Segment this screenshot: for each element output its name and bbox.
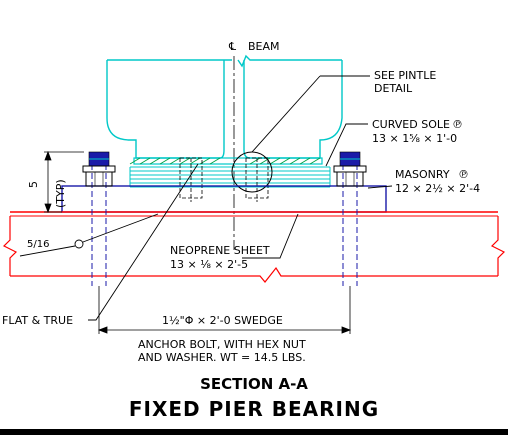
swedge-label: 1½"Φ × 2'-0 SWEDGE — [162, 314, 283, 327]
beam — [106, 54, 343, 159]
leaders — [88, 75, 393, 321]
left-hex-nut — [82, 151, 116, 187]
masonry-plate-symbol: ℗ — [458, 168, 469, 181]
bottom-flange — [133, 157, 323, 165]
anchor-bolts — [91, 164, 358, 286]
typ-label: (TYP) — [54, 179, 67, 208]
typ-number: 5 — [27, 181, 40, 188]
right-hex-nut — [333, 151, 367, 187]
masonry-label-2: 12 × 2½ × 2'-4 — [395, 182, 480, 195]
beam-right-flange — [243, 60, 343, 159]
masonry-plate — [61, 185, 387, 213]
sole-plate-stack — [129, 166, 331, 188]
beam-label: BEAM — [248, 40, 280, 53]
sole-label-1: CURVED SOLE — [372, 118, 450, 131]
pintle-label-1: SEE PINTLE — [374, 69, 436, 82]
swedge-dimension — [97, 286, 352, 334]
weld-hatch — [129, 157, 321, 165]
sole-label-2: 13 × 1⅝ × 1'-0 — [372, 132, 457, 145]
pier-outline — [2, 216, 506, 283]
sole-plate-symbol: ℗ — [452, 118, 463, 131]
flat-true-label: FLAT & TRUE — [2, 314, 73, 327]
section-title: SECTION A-A — [200, 375, 308, 393]
beam-left-flange — [106, 60, 225, 159]
anchor-note-2: AND WASHER. WT = 14.5 LBS. — [138, 351, 306, 364]
centerline-symbol: ℄ — [228, 40, 236, 53]
main-title: FIXED PIER BEARING — [129, 397, 379, 421]
bottom-bar — [0, 429, 508, 435]
beam-top-right — [237, 54, 342, 68]
neoprene-label-2: 13 × ⅛ × 2'-5 — [170, 258, 248, 271]
masonry-label-1: MASONRY — [395, 168, 450, 181]
typ-dimension — [44, 150, 84, 214]
pintle — [179, 157, 269, 202]
weld-symbol — [19, 213, 159, 257]
neoprene-label-1: NEOPRENE SHEET — [170, 244, 270, 257]
weld-size: 5/16 — [27, 239, 49, 250]
anchor-note-1: ANCHOR BOLT, WITH HEX NUT — [138, 338, 306, 351]
pintle-label-2: DETAIL — [374, 82, 413, 95]
